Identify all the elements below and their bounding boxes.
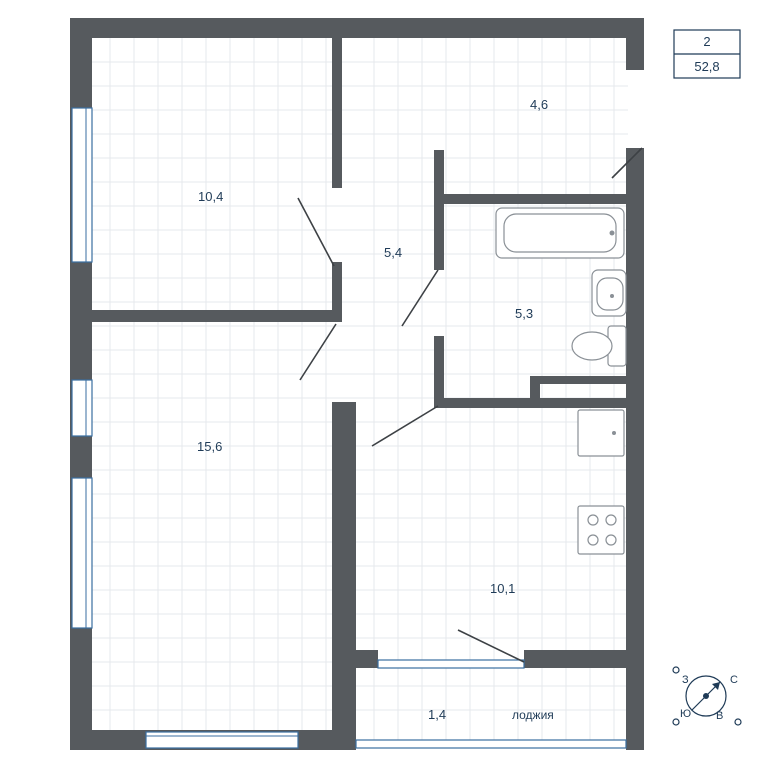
door-kitchen [371,405,439,447]
loggia-name-label: лоджия [512,708,554,722]
window-living-large [71,477,93,629]
rooms-count: 2 [703,34,711,49]
walls [70,18,644,750]
wall-right-top [626,18,644,70]
doors [297,147,643,663]
stove [577,505,625,555]
door-bedroom [297,197,335,267]
kitchen-sink [577,409,625,457]
compass-icon [672,666,742,726]
compass-south: Ю [680,708,692,720]
window-living-small [71,379,93,437]
compass-north: С [730,674,738,686]
window-bedroom [71,107,93,263]
hall-area-label: 4,6 [530,97,549,112]
kitchen-area-label: 10,1 [490,581,516,596]
compass-east: В [716,710,724,722]
total-area: 52,8 [694,59,720,74]
corridor-area-label: 5,4 [384,245,403,260]
living-area-label: 15,6 [197,439,223,454]
wall-shaft-top [530,376,626,384]
bedroom-area-label: 10,4 [198,189,224,204]
info-box [673,29,741,79]
wall-shaft-bottom [530,398,626,408]
window-kitchen-loggia [377,659,525,669]
toilet [571,325,627,367]
door-loggia [457,629,525,663]
sun-icon [672,666,742,726]
wall-shaft-left [530,376,540,408]
wall-living-kitchen [332,402,356,748]
loggia-area-label: 1,4 [428,707,447,722]
window-living-bottom [145,731,299,749]
sink [591,269,627,317]
door-living [299,323,337,381]
compass-west: З [682,674,689,686]
door-bathroom [401,269,439,327]
wall-bedroom-hall [332,38,342,188]
wall-right [626,148,644,668]
wall-kitchen-bottom-right [524,650,644,668]
wall-bedroom-corridor [332,262,342,322]
bathroom-area-label: 5,3 [515,306,534,321]
door-entrance [611,147,643,179]
wall-bath-left-top [434,150,444,270]
window-loggia [355,739,627,749]
wall-top [70,18,644,38]
wall-kitchen-bottom-left [356,650,378,668]
wall-bedroom-living [92,310,338,322]
wall-bath-left-bottom [434,336,444,408]
bathtub [495,207,625,259]
wall-bath-bottom [444,398,536,408]
windows [71,107,627,749]
wall-bath-top [444,194,626,204]
wall-right-loggia [626,650,644,750]
